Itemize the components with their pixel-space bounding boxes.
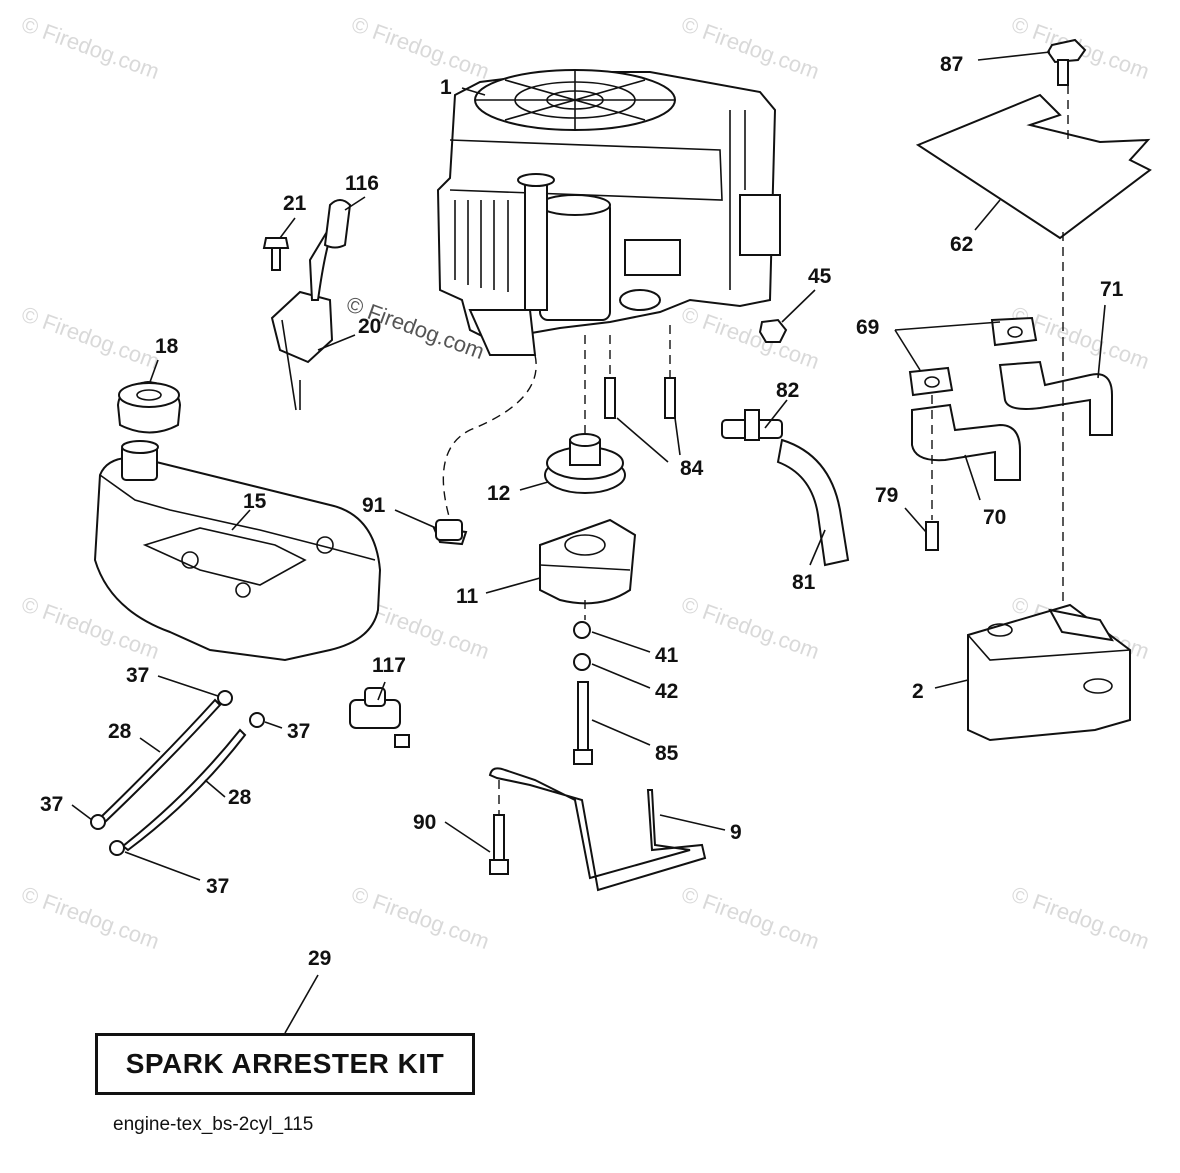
bolt-79: [925, 521, 939, 551]
watermark: © Firedog.com: [18, 301, 162, 374]
callout-37: 37: [40, 793, 63, 816]
callout-71: 71: [1100, 278, 1124, 301]
callout-81: 81: [792, 571, 816, 594]
watermark: © Firedog.com: [18, 11, 162, 84]
hose-clamp-37: [217, 690, 233, 706]
callout-28: 28: [108, 720, 132, 743]
watermark: © Firedog.com: [348, 11, 492, 84]
pulley: [544, 433, 626, 494]
watermark: © Firedog.com: [678, 591, 822, 664]
fuel-hose-81: [776, 438, 850, 567]
callout-28: 28: [228, 786, 252, 809]
bolt-85: [573, 681, 593, 765]
watermark: © Firedog.com: [678, 881, 822, 954]
callout-18: 18: [155, 335, 179, 358]
callout-29: 29: [308, 947, 331, 970]
hose-clamp-37: [90, 814, 106, 830]
callout-15: 15: [243, 490, 267, 513]
hose-clamp-37: [249, 712, 265, 728]
callout-70: 70: [983, 506, 1006, 529]
fuel-line-28: [98, 698, 222, 824]
electric-clutch: [539, 518, 637, 605]
callout-1: 1: [440, 76, 452, 99]
fuel-filter-91: [432, 519, 468, 546]
callout-117: 117: [372, 654, 406, 677]
fuel-shutoff-valve: [721, 409, 783, 441]
fuel-primer: [349, 687, 410, 748]
callout-9: 9: [730, 821, 742, 844]
bolt-84: [664, 377, 676, 419]
callout-2: 2: [912, 680, 924, 703]
fuel-cap: [116, 380, 182, 434]
callout-37: 37: [126, 664, 149, 687]
leader-lines: [71, 51, 1106, 1034]
watermark: © Firedog.com: [678, 11, 822, 84]
callout-116: 116: [345, 172, 379, 195]
callout-79: 79: [875, 484, 898, 507]
drawing-id: engine-tex_bs-2cyl_115: [113, 1114, 314, 1135]
exhaust-gaskets: [908, 316, 1038, 397]
watermark: © Firedog.com: [678, 301, 822, 374]
nut-45: [758, 318, 788, 343]
callout-91: 91: [362, 494, 386, 517]
callout-12: 12: [487, 482, 510, 505]
callout-37: 37: [287, 720, 310, 743]
callout-41: 41: [655, 644, 679, 667]
bracket-9: [488, 767, 707, 892]
heat-shield: [915, 93, 1152, 240]
watermark: © Firedog.com: [1008, 881, 1152, 954]
hose-clamp-37: [109, 840, 125, 856]
callout-90: 90: [413, 811, 436, 834]
spark-arrester-kit-box: SPARK ARRESTER KIT: [95, 1033, 475, 1095]
callout-37: 37: [206, 875, 229, 898]
callout-labels: 1 2 9 11 12 15 18 20 21 28 28 29 37 37 3…: [40, 53, 1124, 970]
bolt-90: [489, 814, 509, 875]
callout-45: 45: [808, 265, 832, 288]
fuel-tank: [93, 440, 382, 662]
throttle-control: [262, 199, 352, 411]
callout-69: 69: [856, 316, 879, 339]
screw-87: [1046, 38, 1087, 86]
callout-42: 42: [655, 680, 678, 703]
callout-11: 11: [456, 585, 479, 608]
watermark: © Firedog.com: [18, 881, 162, 954]
watermark: © Firedog.com: [348, 881, 492, 954]
washer-41: [573, 621, 591, 639]
callout-85: 85: [655, 742, 679, 765]
callout-84: 84: [680, 457, 704, 480]
callout-62: 62: [950, 233, 973, 256]
washer-42: [573, 653, 591, 671]
callout-87: 87: [940, 53, 963, 76]
exhaust-pipe-71: [998, 360, 1113, 436]
fuel-line-28: [121, 728, 247, 852]
spark-arrester-kit-label: SPARK ARRESTER KIT: [125, 1048, 445, 1079]
callout-82: 82: [776, 379, 799, 402]
assembly-lines: [442, 85, 1069, 815]
engine: [436, 69, 781, 356]
callout-20: 20: [358, 315, 381, 338]
callout-21: 21: [283, 192, 307, 215]
muffler: [967, 603, 1131, 742]
exhaust-pipe-70: [911, 403, 1021, 481]
bolt-84: [604, 377, 616, 419]
